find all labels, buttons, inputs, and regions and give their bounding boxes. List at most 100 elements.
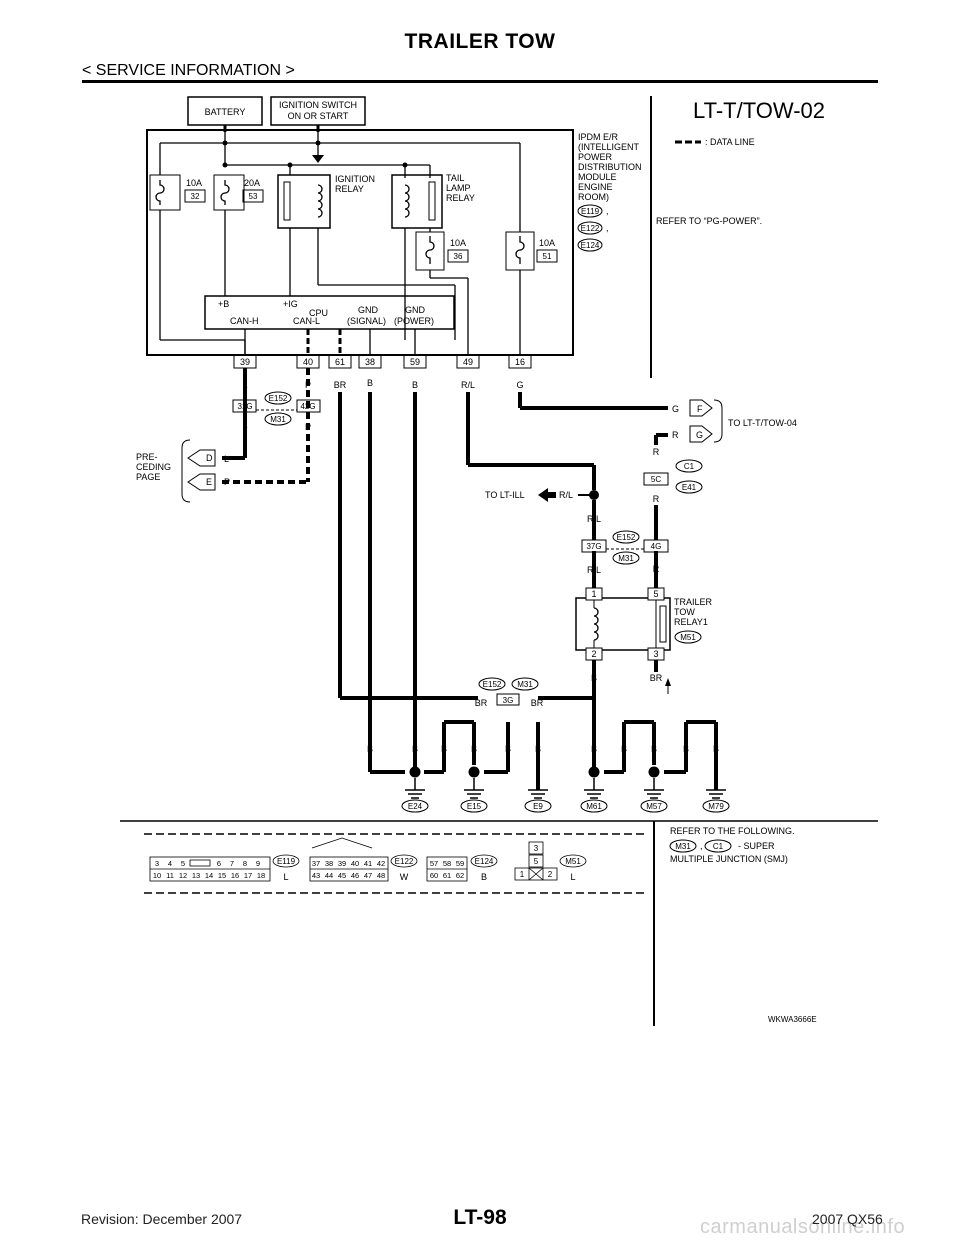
svg-text:31G: 31G xyxy=(237,402,252,411)
svg-text:CAN-H: CAN-H xyxy=(230,316,259,326)
svg-text:E152: E152 xyxy=(483,680,502,689)
svg-text:TO LT-ILL: TO LT-ILL xyxy=(485,490,525,500)
svg-text:B: B xyxy=(651,744,657,754)
svg-text:51: 51 xyxy=(543,252,552,261)
svg-text:40: 40 xyxy=(351,859,359,868)
svg-text:10A: 10A xyxy=(450,238,466,248)
svg-text:M57: M57 xyxy=(646,802,662,811)
svg-text:37G: 37G xyxy=(586,542,601,551)
connector-view-e119: 3 4 5 6 7 8 9 10 11 12 13 14 15 16 17 18… xyxy=(149,854,300,882)
fuse-10a-51: 10A 51 xyxy=(505,231,558,271)
svg-text:M79: M79 xyxy=(708,802,724,811)
ipdm-pins: 39 40 61 38 59 49 16 xyxy=(233,354,532,369)
svg-text:BR: BR xyxy=(650,673,663,683)
svg-text:BR: BR xyxy=(475,698,488,708)
svg-text:B: B xyxy=(367,744,373,754)
svg-text:G: G xyxy=(516,380,523,390)
svg-text:16: 16 xyxy=(231,871,239,880)
svg-text:,: , xyxy=(700,841,703,851)
svg-text:E24: E24 xyxy=(408,802,423,811)
svg-text:R/L: R/L xyxy=(587,514,601,524)
svg-text:R/L: R/L xyxy=(461,380,475,390)
svg-text:M61: M61 xyxy=(586,802,602,811)
svg-text:32: 32 xyxy=(191,192,200,201)
svg-text:BR: BR xyxy=(531,698,544,708)
ground-symbols xyxy=(405,778,726,799)
svg-text:W: W xyxy=(400,872,409,882)
connector-view-m51: 3 5 1 2 M51 L xyxy=(514,841,587,882)
data-line-legend-label: : DATA LINE xyxy=(705,137,755,147)
svg-text:E152: E152 xyxy=(617,533,636,542)
svg-text:F: F xyxy=(697,404,703,414)
svg-text:53: 53 xyxy=(249,192,258,201)
svg-text:42G: 42G xyxy=(300,402,315,411)
svg-text:14: 14 xyxy=(205,871,213,880)
svg-text:61: 61 xyxy=(443,871,451,880)
svg-text:B: B xyxy=(367,378,373,388)
svg-text:L: L xyxy=(242,380,247,390)
preceding-page-ref: PRE- CEDING PAGE D E L P xyxy=(136,439,230,503)
svg-text:(POWER): (POWER) xyxy=(394,316,434,326)
ground-connector-labels: E24 E15 E9 M61 M57 M79 xyxy=(401,799,730,813)
svg-text:E122: E122 xyxy=(581,224,600,233)
svg-text:P: P xyxy=(305,422,311,432)
svg-text:7: 7 xyxy=(230,859,234,868)
svg-text:61: 61 xyxy=(335,357,345,367)
svg-text:B: B xyxy=(412,744,418,754)
tail-lamp-relay: TAIL LAMP RELAY xyxy=(391,173,475,229)
arrow-up-icon xyxy=(665,678,671,686)
svg-text:45: 45 xyxy=(338,871,346,880)
svg-text:B: B xyxy=(713,744,719,754)
svg-text:E124: E124 xyxy=(475,857,494,866)
svg-text:5: 5 xyxy=(181,859,185,868)
to-tow04-ref: G R F G TO LT-T/TOW-04 xyxy=(672,399,797,443)
svg-text:CAN-L: CAN-L xyxy=(293,316,320,326)
svg-text:41: 41 xyxy=(364,859,372,868)
ignition-relay: IGNITION RELAY xyxy=(277,174,375,229)
svg-text:REFER TO THE FOLLOWING.: REFER TO THE FOLLOWING. xyxy=(670,826,795,836)
svg-text:17: 17 xyxy=(244,871,252,880)
svg-text:39: 39 xyxy=(338,859,346,868)
svg-text:3: 3 xyxy=(653,649,658,659)
svg-text:M31: M31 xyxy=(517,680,533,689)
svg-text:10: 10 xyxy=(153,871,161,880)
svg-text:E: E xyxy=(206,477,212,487)
svg-text:3G: 3G xyxy=(503,696,514,705)
svg-text:40: 40 xyxy=(303,357,313,367)
svg-text:37: 37 xyxy=(312,859,320,868)
svg-text:L: L xyxy=(224,454,229,464)
svg-text:B: B xyxy=(471,744,477,754)
svg-text:(SIGNAL): (SIGNAL) xyxy=(347,316,386,326)
svg-text:B: B xyxy=(412,380,418,390)
svg-text:B: B xyxy=(591,744,597,754)
cpu-box: +B +IG CPU CAN-H CAN-L GND (SIGNAL) GND … xyxy=(204,295,455,330)
svg-text:M51: M51 xyxy=(680,633,696,642)
svg-text:L: L xyxy=(242,420,247,430)
svg-text:12: 12 xyxy=(179,871,187,880)
footer-page-number: LT-98 xyxy=(453,1206,507,1229)
svg-text:PAGE: PAGE xyxy=(136,472,160,482)
svg-text:LAMP: LAMP xyxy=(446,183,471,193)
svg-text:44: 44 xyxy=(325,871,333,880)
connector-view-e122: 37 38 39 40 41 42 43 44 45 46 47 48 E122… xyxy=(309,837,418,882)
svg-text:B: B xyxy=(591,673,597,683)
svg-text:46: 46 xyxy=(351,871,359,880)
svg-text:4G: 4G xyxy=(651,542,662,551)
svg-text:MULTIPLE JUNCTION (SMJ): MULTIPLE JUNCTION (SMJ) xyxy=(670,854,788,864)
svg-text:15: 15 xyxy=(218,871,226,880)
to-lt-ill-ref: TO LT-ILL R/L xyxy=(485,488,599,502)
svg-text:E124: E124 xyxy=(581,241,600,250)
ignition-switch-label-2: ON OR START xyxy=(288,111,349,121)
svg-text:M31: M31 xyxy=(618,554,634,563)
svg-text:B: B xyxy=(441,744,447,754)
svg-text:TO LT-T/TOW-04: TO LT-T/TOW-04 xyxy=(728,418,797,428)
svg-text:E119: E119 xyxy=(277,857,296,866)
junction-e152-m31-lower: E152 M31 3G xyxy=(478,677,539,706)
svg-text:CPU: CPU xyxy=(309,308,328,318)
svg-text:3: 3 xyxy=(155,859,159,868)
svg-text:43: 43 xyxy=(312,871,320,880)
ground-wire-labels: B B B B B B B B B B B xyxy=(367,744,719,754)
svg-text:B: B xyxy=(481,872,487,882)
svg-text:L: L xyxy=(570,872,575,882)
